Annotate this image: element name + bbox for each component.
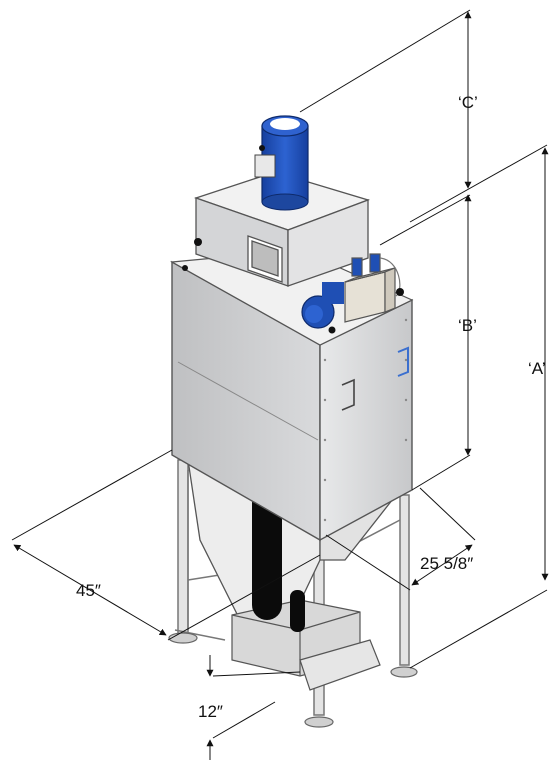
motor-icon bbox=[254, 115, 309, 211]
body-height-label: ‘B’ bbox=[458, 316, 477, 335]
filter-bag-icon bbox=[252, 488, 305, 632]
clearance-label: 12″ bbox=[198, 702, 223, 721]
dimension-lines bbox=[11, 9, 549, 760]
door-handle bbox=[397, 346, 409, 377]
pressure-gauge-icon bbox=[301, 282, 344, 334]
width-label: 45″ bbox=[76, 581, 101, 600]
solenoid-box-icon bbox=[344, 253, 401, 323]
motor-height-label: ‘C’ bbox=[458, 93, 478, 112]
discharge-drawer bbox=[231, 599, 381, 691]
total-height-label: ‘A’ bbox=[528, 359, 546, 378]
leg-feet bbox=[168, 632, 418, 728]
leg-front-left bbox=[177, 459, 189, 636]
leg-back-right bbox=[399, 494, 410, 666]
depth-label: 25 5/8″ bbox=[420, 554, 473, 573]
door-latch bbox=[341, 378, 355, 411]
